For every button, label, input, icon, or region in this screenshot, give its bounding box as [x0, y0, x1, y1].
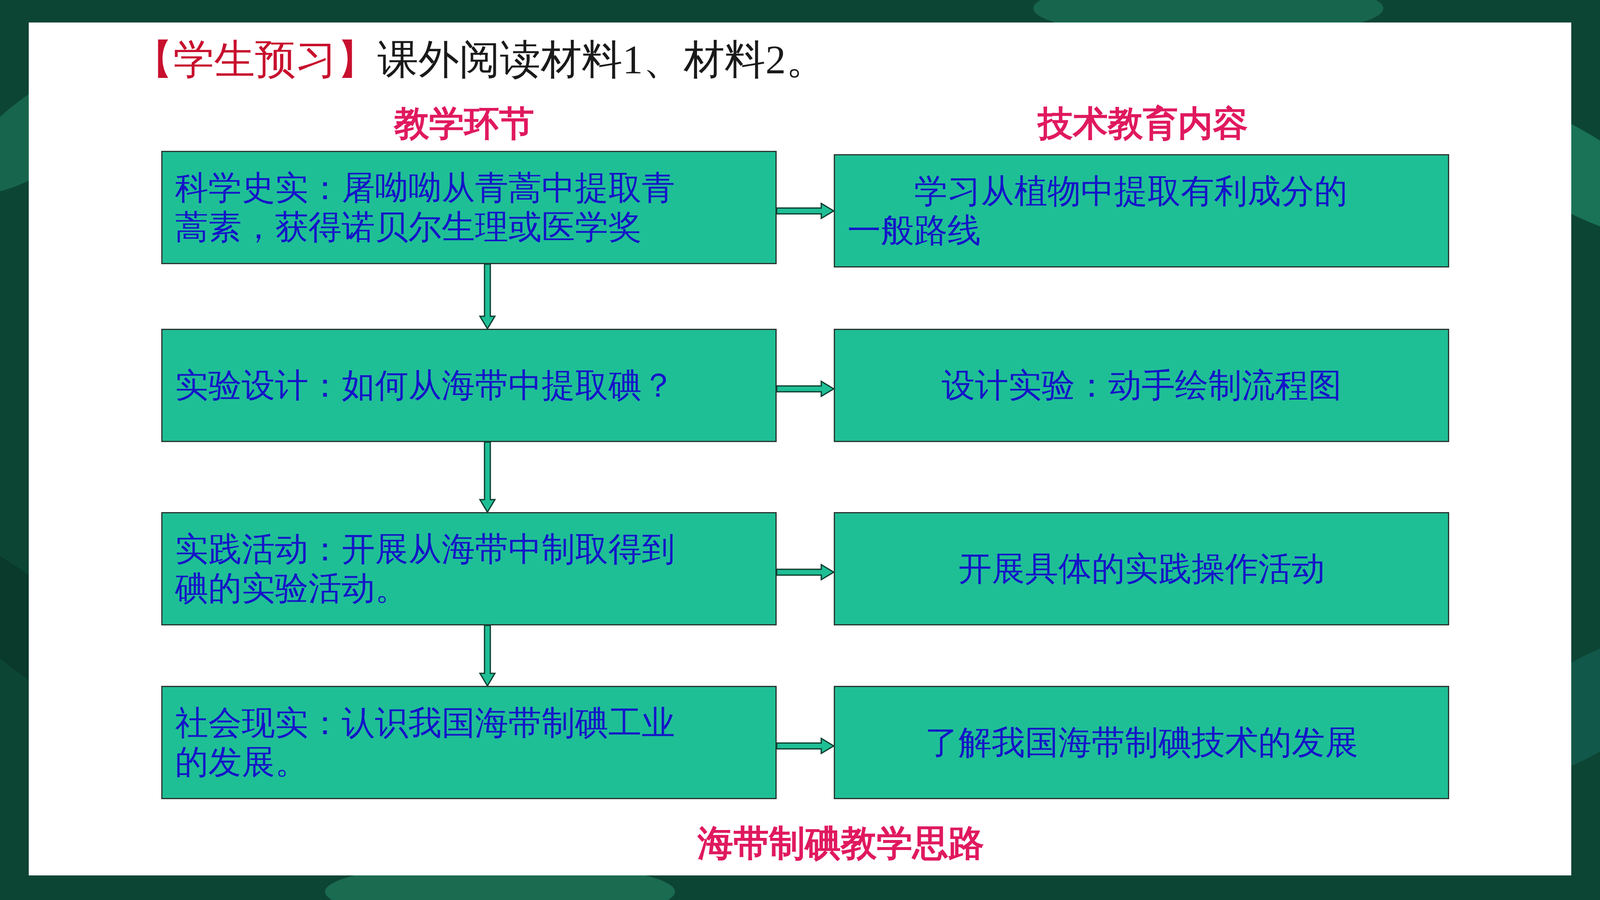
process-box: 实践活动：开展从海带中制取得到碘的实验活动。 [161, 512, 777, 626]
column-heading: 教学环节 [394, 100, 535, 148]
process-box: 实验设计：如何从海带中提取碘？ [161, 328, 777, 443]
process-box: 设计实验：动手绘制流程图 [833, 328, 1450, 443]
process-box: 了解我国海带制碘技术的发展 [833, 685, 1450, 800]
box-text: 设计实验：动手绘制流程图 [941, 365, 1342, 405]
preview-tag: 【学生预习】 [132, 37, 378, 83]
column-heading: 技术教育内容 [1037, 100, 1248, 148]
preview-text: 课外阅读材料1、材料2。 [377, 37, 827, 83]
block-arrow [480, 625, 495, 686]
box-text: 了解我国海带制碘技术的发展 [925, 722, 1359, 763]
preview-line: 【学生预习】课外阅读材料1、材料2。 [132, 32, 827, 88]
box-text: 科学史实：屠呦呦从青蒿中提取青蒿素，获得诺贝尔生理或医学奖 [175, 168, 692, 248]
block-arrow [776, 203, 834, 219]
block-arrow [480, 264, 495, 329]
box-text: 实验设计：如何从海带中提取碘？ [175, 365, 692, 405]
box-text: 实践活动：开展从海带中制取得到碘的实验活动。 [175, 529, 692, 609]
diagram-caption: 海带制碘教学思路 [697, 819, 985, 868]
block-arrow [776, 564, 834, 580]
box-text: 学习从植物中提取有利成分的一般路线 [847, 171, 1365, 251]
block-arrow [480, 442, 495, 513]
block-arrow [776, 738, 834, 754]
box-text: 社会现实：认识我国海带制碘工业的发展。 [175, 703, 692, 783]
box-text: 开展具体的实践操作活动 [958, 549, 1325, 589]
process-box: 科学史实：屠呦呦从青蒿中提取青蒿素，获得诺贝尔生理或医学奖 [161, 150, 777, 265]
process-box: 开展具体的实践操作活动 [833, 512, 1450, 626]
block-arrow [776, 381, 834, 397]
process-box: 社会现实：认识我国海带制碘工业的发展。 [161, 685, 777, 800]
process-box: 学习从植物中提取有利成分的一般路线 [833, 154, 1450, 268]
